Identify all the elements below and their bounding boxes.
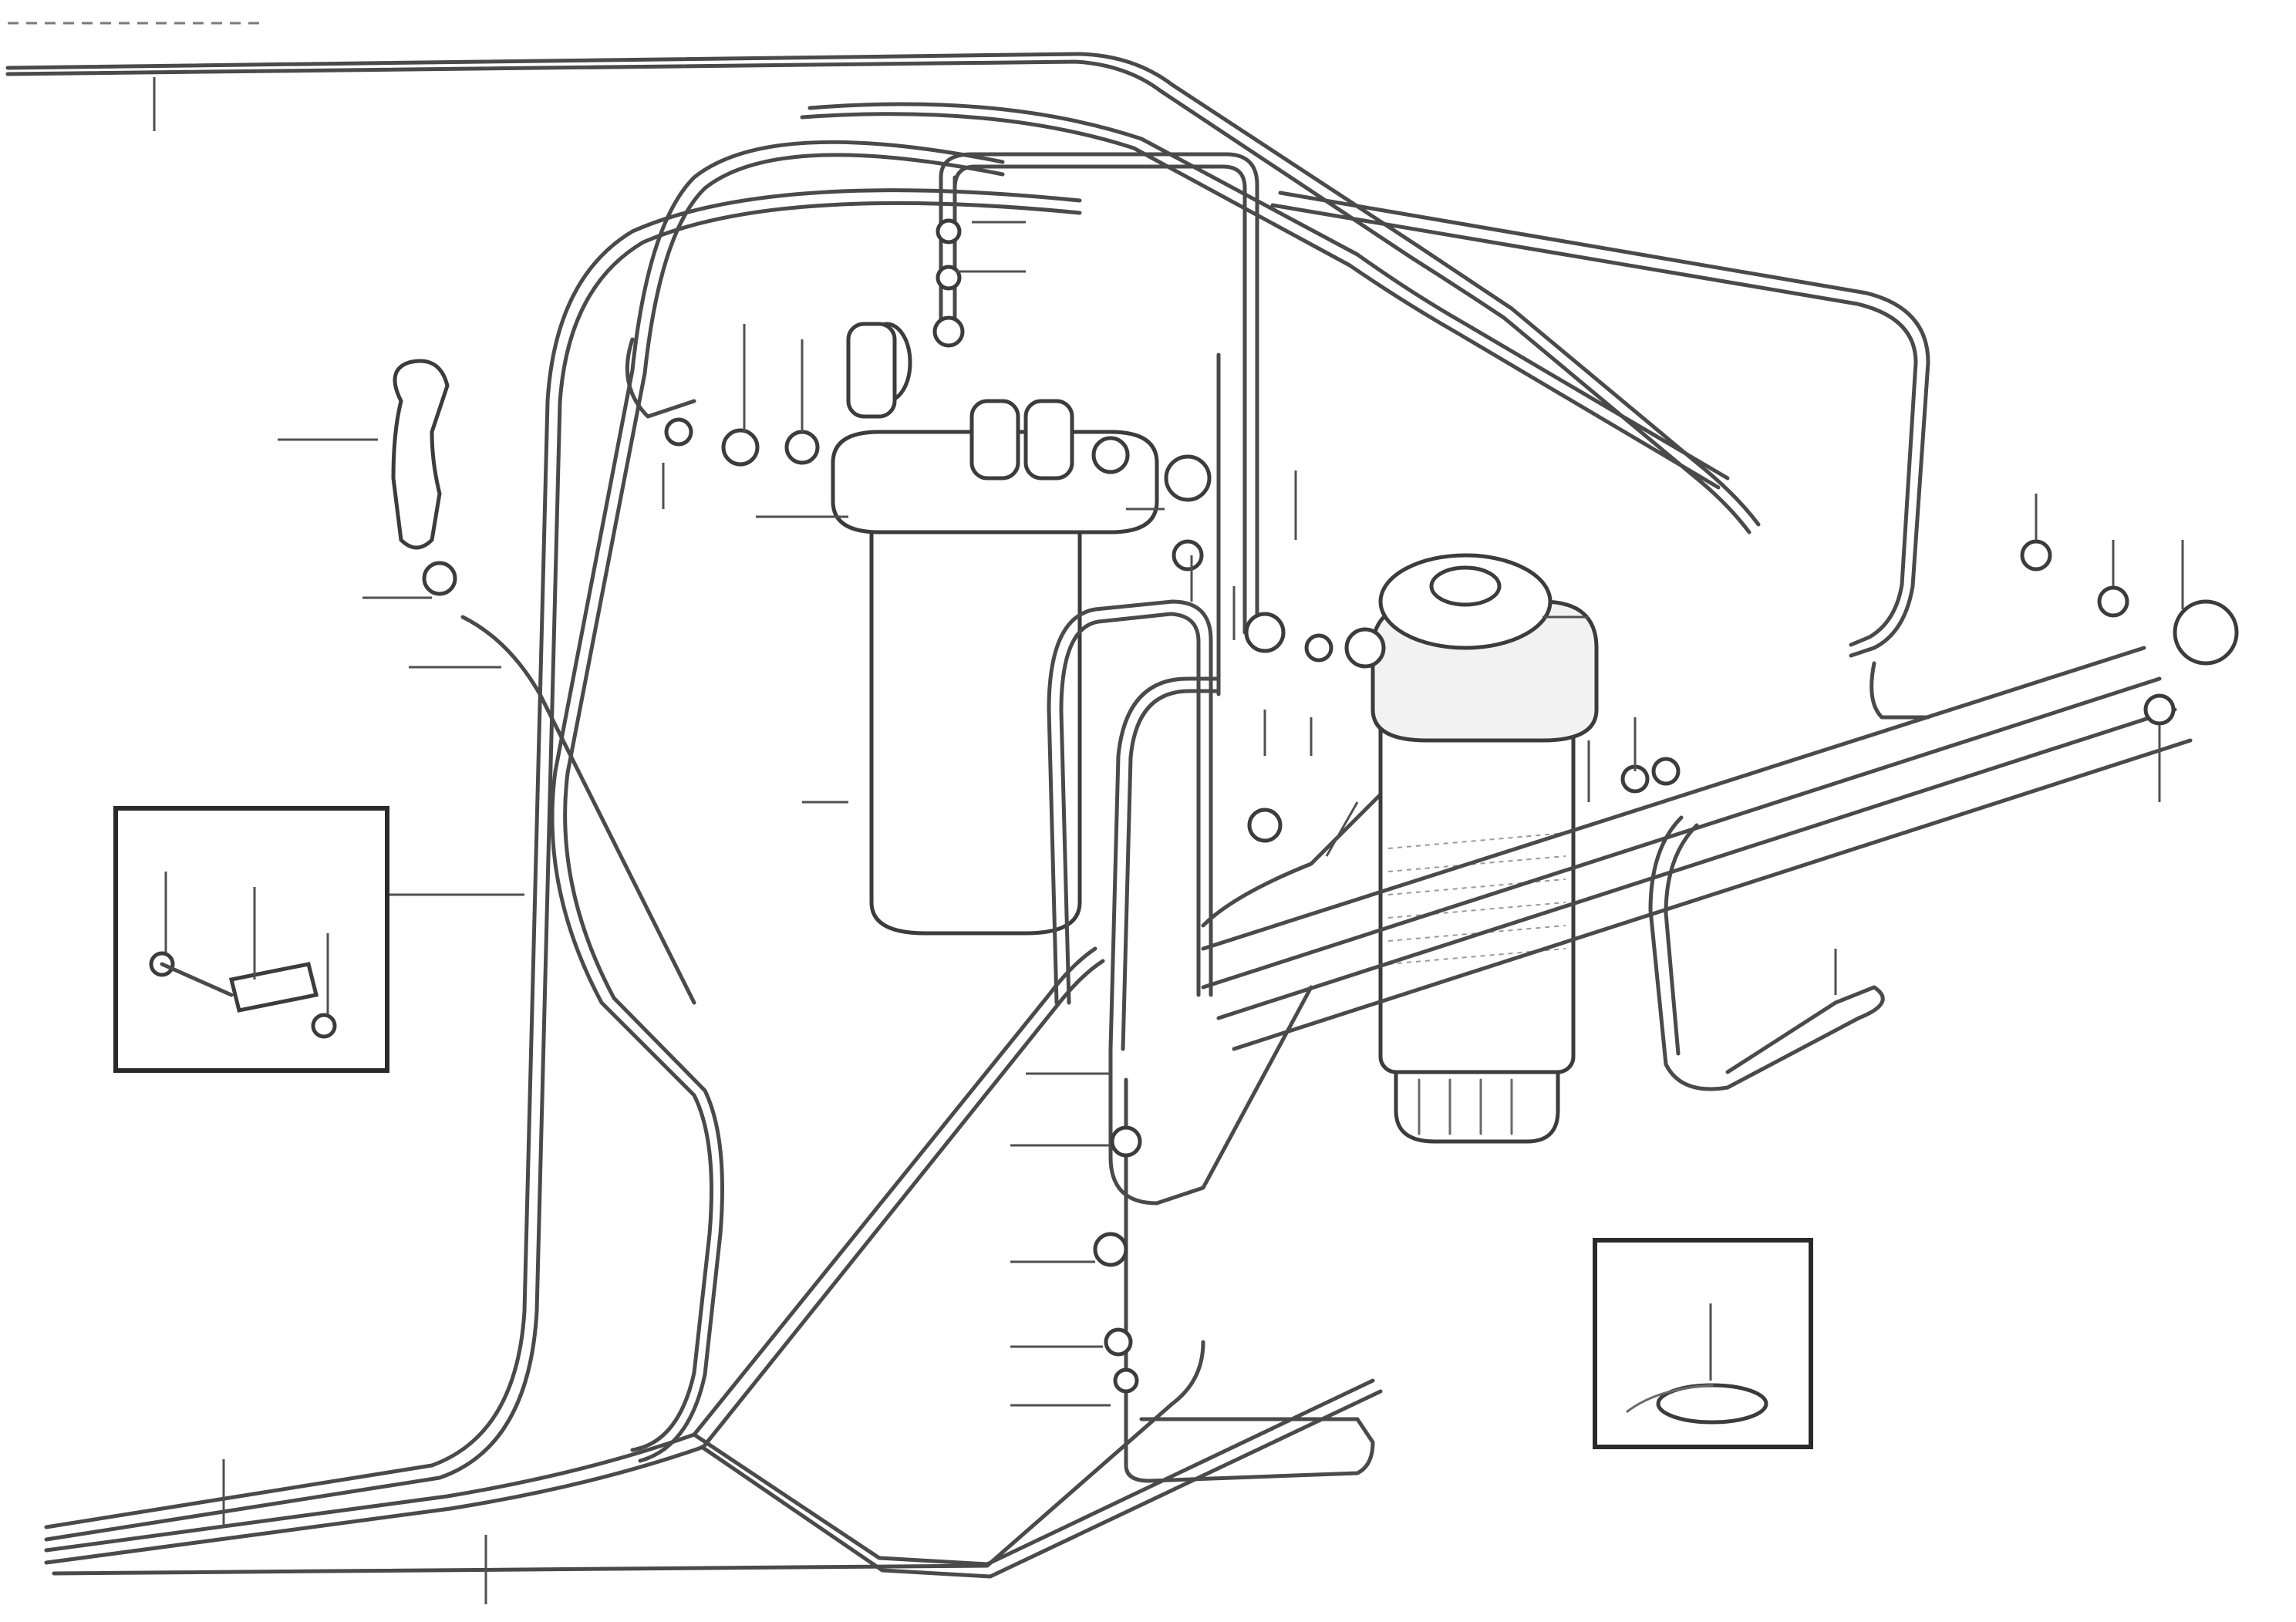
leader-lines <box>153 77 2184 1604</box>
left-elbow-hose <box>391 359 696 1005</box>
secondary-fuel-filter <box>1304 553 1599 1144</box>
left-loop-pipes <box>44 140 1383 1579</box>
detail-inset-left <box>113 806 389 1073</box>
top-pipe-bundle <box>5 22 1930 658</box>
upper-frame-pipes <box>625 152 1259 696</box>
return-pipe-hoop <box>1047 599 1406 1206</box>
primary-fuel-filter <box>664 218 1212 936</box>
right-frame-rail <box>1201 539 2239 1091</box>
center-fitting-line <box>1093 539 1375 1483</box>
detail-inset-right <box>1593 1238 1813 1449</box>
